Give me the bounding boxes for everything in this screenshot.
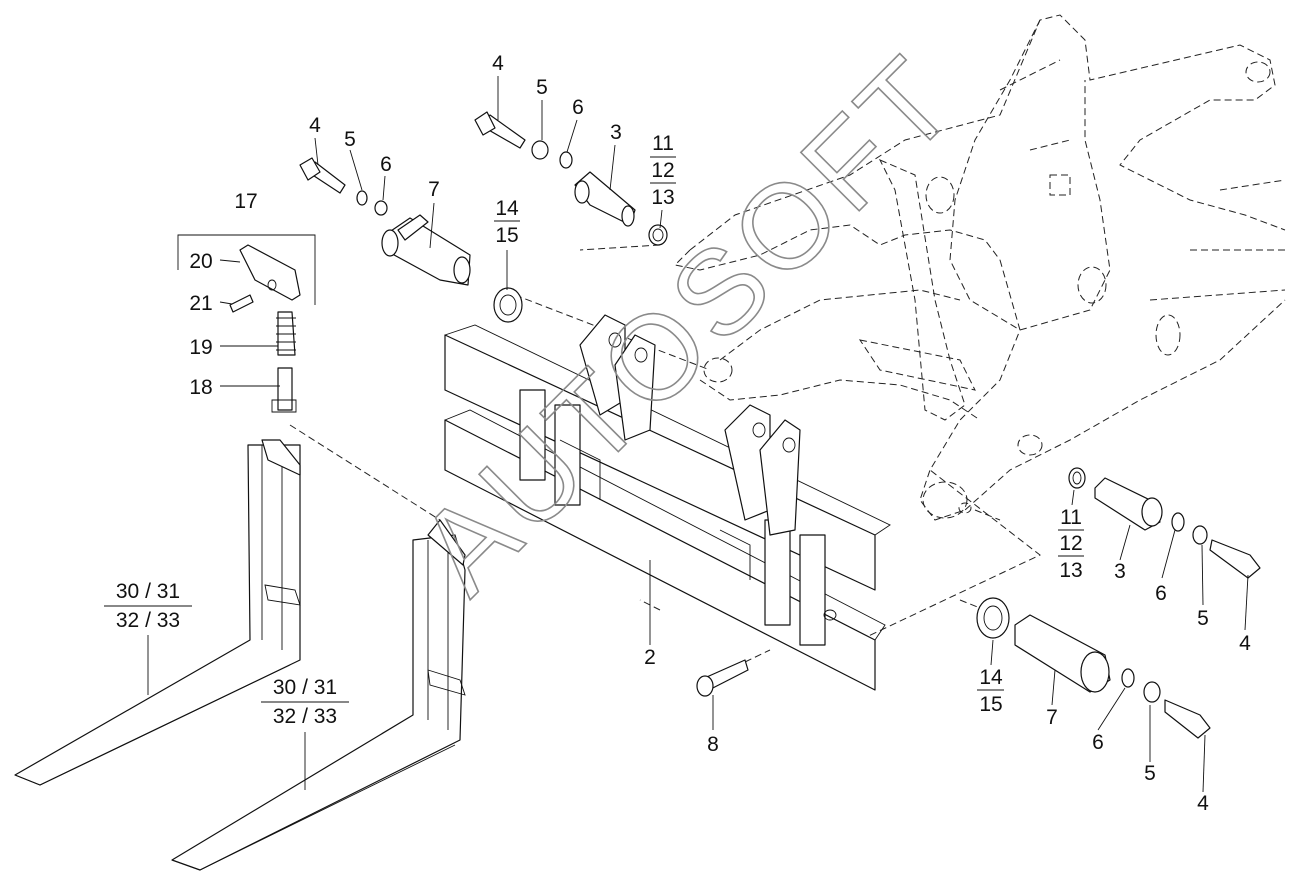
label-13: 13 xyxy=(1059,559,1082,582)
fraction-bars xyxy=(104,156,1084,703)
washer-14-15-upper xyxy=(493,287,523,323)
label-5: 5 xyxy=(1197,607,1209,630)
label-17: 17 xyxy=(234,190,257,213)
label-4: 4 xyxy=(309,114,321,137)
label-21: 21 xyxy=(189,292,212,315)
label-6: 6 xyxy=(1092,731,1104,754)
label-15: 15 xyxy=(979,693,1002,716)
label-3: 3 xyxy=(610,121,622,144)
fork-lock-assembly xyxy=(177,234,316,413)
fork-carriage xyxy=(444,314,891,691)
fork-right xyxy=(171,519,466,871)
label-15: 15 xyxy=(495,224,518,247)
label-5: 5 xyxy=(1144,762,1156,785)
label-4: 4 xyxy=(1239,632,1251,655)
label-fork-30-31: 30 / 31 xyxy=(273,676,337,699)
part-labels: 4 5 6 3 11 12 13 4 5 6 7 14 15 17 20 21 … xyxy=(116,52,1251,815)
label-13: 13 xyxy=(651,186,674,209)
label-5: 5 xyxy=(536,76,548,99)
label-12: 12 xyxy=(651,159,674,182)
label-11: 11 xyxy=(652,132,674,155)
bolt-8 xyxy=(696,659,749,697)
label-3: 3 xyxy=(1114,560,1126,583)
label-14: 14 xyxy=(979,666,1003,689)
label-6: 6 xyxy=(572,96,584,119)
alignment-lines xyxy=(289,244,1041,663)
leader-lines xyxy=(147,76,1249,793)
pin-7-lower xyxy=(976,597,1211,739)
label-11: 11 xyxy=(1060,506,1082,529)
label-19: 19 xyxy=(189,336,212,359)
fork-left xyxy=(14,439,301,786)
label-fork-32-33: 32 / 33 xyxy=(116,609,180,632)
label-6: 6 xyxy=(380,153,392,176)
label-14: 14 xyxy=(495,197,519,220)
label-6: 6 xyxy=(1155,582,1167,605)
loader-arm-frame xyxy=(673,14,1286,521)
label-fork-32-33: 32 / 33 xyxy=(273,705,337,728)
bolt-4-upper-left xyxy=(299,157,388,216)
label-fork-30-31: 30 / 31 xyxy=(116,580,180,603)
label-12: 12 xyxy=(1059,532,1082,555)
bolt-4-upper-right xyxy=(474,111,573,169)
label-4: 4 xyxy=(1197,792,1209,815)
label-8: 8 xyxy=(707,733,719,756)
label-7: 7 xyxy=(1046,706,1058,729)
pin-3-upper xyxy=(574,171,668,246)
label-20: 20 xyxy=(189,250,212,273)
pin-3-lower xyxy=(1068,467,1261,579)
label-5: 5 xyxy=(344,128,356,151)
label-4: 4 xyxy=(492,52,504,75)
pin-7-upper xyxy=(381,214,471,286)
label-7: 7 xyxy=(428,178,440,201)
label-2: 2 xyxy=(644,646,656,669)
label-18: 18 xyxy=(189,376,212,399)
